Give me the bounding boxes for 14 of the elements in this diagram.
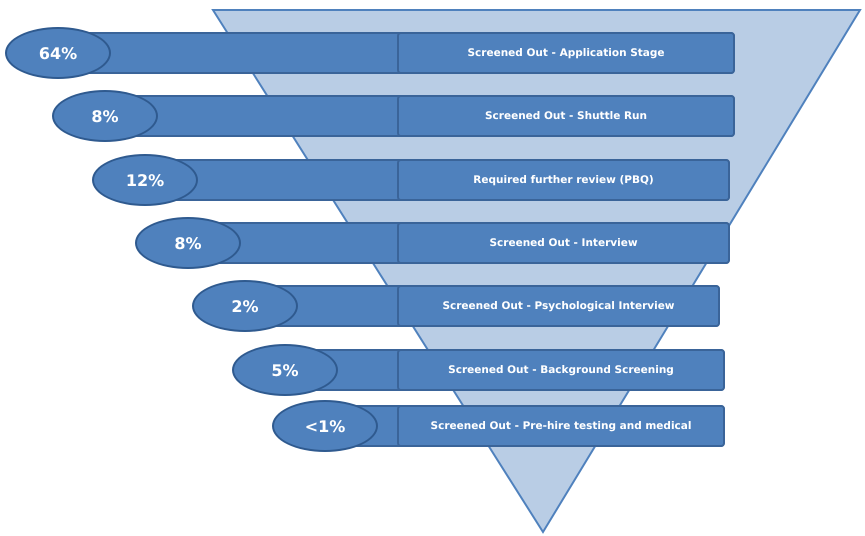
percentage-label: 64% bbox=[38, 44, 78, 62]
stage-label: Screened Out - Pre-hire testing and medical bbox=[430, 420, 692, 432]
stage-label: Required further review (PBQ) bbox=[473, 174, 654, 186]
percentage-label: 8% bbox=[91, 106, 119, 126]
stage-label: Screened Out - Shuttle Run bbox=[484, 110, 648, 122]
percentage-label: <1% bbox=[304, 416, 346, 436]
percentage-label: 2% bbox=[231, 296, 259, 316]
stage-label: Screened Out - Interview bbox=[489, 237, 638, 249]
percentage-label: 5% bbox=[271, 360, 299, 380]
percentage-label: 8% bbox=[174, 234, 202, 252]
percentage-label: 12% bbox=[126, 170, 164, 190]
stage-label: Screened Out - Psychological Interview bbox=[442, 300, 675, 312]
stage-label: Screened Out - Application Stage bbox=[468, 47, 664, 59]
stage-label: Screened Out - Background Screening bbox=[448, 364, 674, 376]
